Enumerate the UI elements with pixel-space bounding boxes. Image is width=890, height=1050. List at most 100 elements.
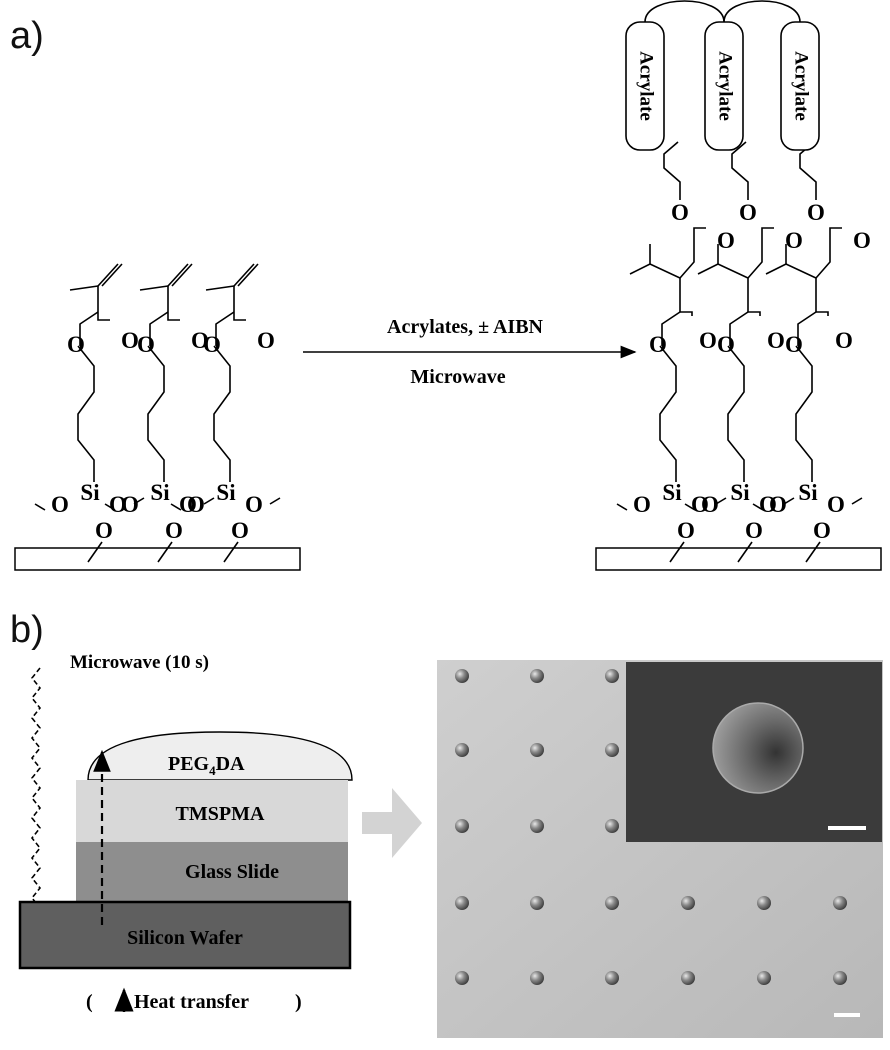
bond [684, 503, 696, 511]
layer-glass-slide [76, 842, 348, 902]
microdot [530, 669, 544, 683]
vinyl-bond [97, 263, 123, 287]
microwave-wave-arrow [30, 667, 52, 922]
oxygen-atom: O [231, 518, 249, 543]
propyl-chain [77, 345, 95, 482]
upper-carbonyl-oxygen: O [853, 228, 871, 253]
oxygen-atom: O [701, 492, 719, 517]
bond [104, 503, 116, 511]
methyl-bond [69, 285, 99, 291]
layer-glass-slide-label: Glass Slide [185, 861, 279, 883]
silicon-atom: Si [798, 480, 818, 505]
carbonyl-double [748, 311, 761, 316]
microdot [833, 896, 847, 910]
crosslink-arc [644, 0, 725, 23]
propyl-chain [147, 345, 165, 482]
microdot-array [455, 669, 847, 985]
ester-oxygen: O [717, 332, 735, 357]
oxygen-atom: O [745, 518, 763, 543]
microdot [757, 971, 771, 985]
oxygen-atom: O [827, 492, 845, 517]
bond [737, 541, 753, 563]
oxygen-atom: O [109, 492, 127, 517]
microdot [833, 971, 847, 985]
propyl-chain [659, 345, 677, 482]
oxygen-atom: O [691, 492, 709, 517]
carbonyl-bond [729, 311, 749, 346]
microdot [605, 971, 619, 985]
heat-open-paren: ( [86, 991, 93, 1013]
microdot [455, 896, 469, 910]
oxygen-atom: O [95, 518, 113, 543]
ester-oxygen: O [137, 332, 155, 357]
oxygen-atom: O [813, 518, 831, 543]
carbonyl-double [97, 312, 110, 321]
carbonyl-bond [215, 311, 235, 346]
propyl-chain [795, 345, 813, 482]
bond [752, 503, 764, 511]
backbone-bond [679, 240, 695, 279]
panel-a-label: a) [10, 15, 44, 57]
carbonyl-double [816, 311, 829, 316]
oxygen-atom: O [769, 492, 787, 517]
microdot [605, 743, 619, 757]
bond [616, 503, 628, 511]
carbonyl-bond [79, 311, 99, 346]
carbonyl-oxygen: O [835, 328, 853, 353]
microdot [605, 669, 619, 683]
microwave-label: Microwave (10 s) [70, 652, 209, 673]
inset-scale-bar [828, 826, 866, 830]
layer-tmspma-label: TMSPMA [176, 803, 265, 825]
micrograph [437, 660, 883, 1038]
silicon-atom: Si [216, 480, 236, 505]
propyl-chain [727, 345, 745, 482]
upper-ester-oxygen: O [739, 200, 757, 225]
bond [157, 541, 173, 563]
upper-ester-oxygen: O [671, 200, 689, 225]
vinyl-bond [233, 263, 259, 287]
bond [203, 497, 215, 505]
reagents-label: Acrylates, ± AIBN [387, 316, 544, 338]
microdot [757, 896, 771, 910]
propyl-chain [213, 345, 231, 482]
microdot [530, 896, 544, 910]
oxygen-atom: O [187, 492, 205, 517]
acrylate-block-label: Acrylate [636, 51, 657, 121]
oxygen-atom: O [633, 492, 651, 517]
bond [805, 541, 821, 563]
upper-carbonyl [761, 227, 774, 240]
upper-carbonyl [693, 227, 706, 240]
carbonyl-oxygen: O [257, 328, 275, 353]
linker-chain [731, 141, 749, 200]
crosslink-arc [723, 0, 801, 23]
bond [669, 541, 685, 563]
carbonyl-oxygen: O [767, 328, 785, 353]
upper-carbonyl [829, 227, 842, 240]
carbonyl-oxygen: O [699, 328, 717, 353]
ester-oxygen: O [67, 332, 85, 357]
microdot [455, 971, 469, 985]
carbonyl-double [233, 312, 246, 321]
layer-tmspma [76, 780, 348, 842]
bond [783, 497, 795, 505]
methyl-bond [139, 285, 169, 291]
main-scale-bar [834, 1013, 860, 1017]
condition-label: Microwave [410, 366, 505, 388]
ester-oxygen: O [649, 332, 667, 357]
microdot [455, 819, 469, 833]
bond [269, 497, 281, 505]
left-substrate-plate [14, 547, 301, 571]
panel-b-label: b) [10, 609, 44, 651]
upper-carbonyl-oxygen: O [785, 228, 803, 253]
bond [133, 497, 145, 505]
oxygen-atom: O [121, 492, 139, 517]
backbone-bond [765, 263, 817, 312]
acrylate-block-label: Acrylate [715, 51, 736, 121]
layer-stack: PEG4DA TMSPMA Glass Slide Silicon Wafer [18, 731, 353, 970]
reaction-arrow-group: Acrylates, ± AIBN Microwave [303, 316, 637, 388]
